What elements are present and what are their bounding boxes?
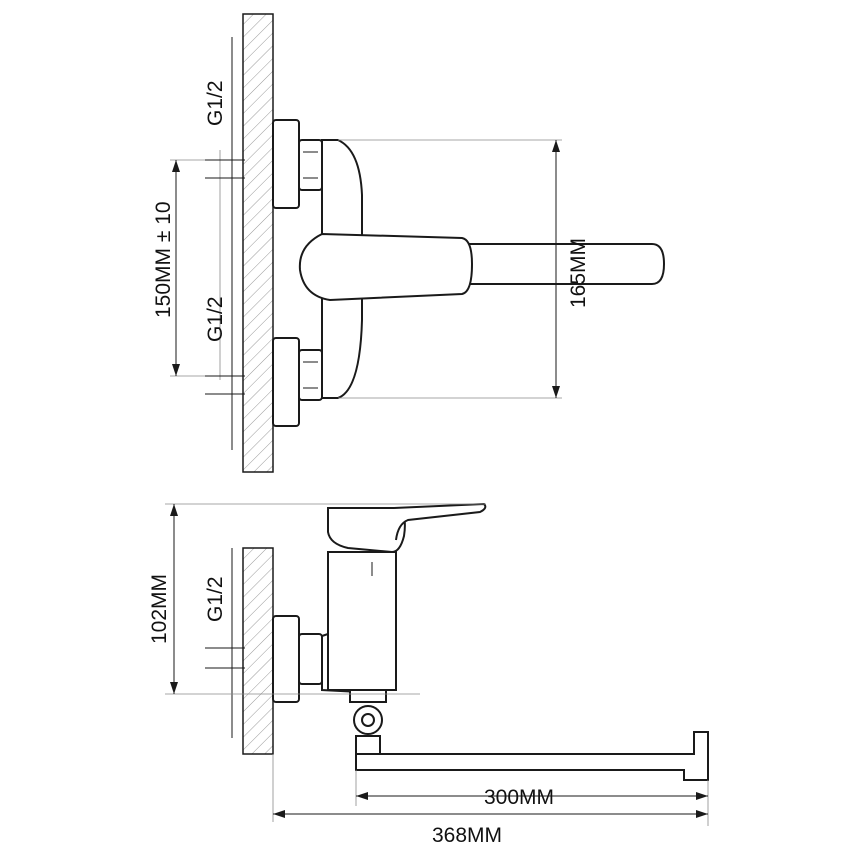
- dim-300-arrow-left: [356, 792, 368, 800]
- side-body: [327, 551, 397, 691]
- dim-150-arrow-bottom: [172, 364, 180, 376]
- wall-section-side: [242, 547, 274, 755]
- dim-102-label: 102MM: [148, 574, 171, 644]
- upper-nut: [298, 139, 323, 191]
- dim-165-arrow-top: [552, 140, 560, 152]
- lower-nut: [298, 349, 323, 401]
- dim-368-arrow-left: [273, 810, 285, 818]
- upper-eccentric-flange: [272, 119, 300, 209]
- dim-102-arrow-bottom: [170, 682, 178, 694]
- side-lever: [327, 507, 406, 554]
- dim-165-label: 165MM: [567, 238, 590, 308]
- side-lever-blade: [393, 502, 487, 541]
- lower-eccentric-flange: [272, 337, 300, 427]
- side-nut: [298, 633, 323, 685]
- lever-handle-front: [298, 232, 474, 302]
- side-view: 102MM G1/2 300MM 368MM: [148, 502, 709, 847]
- wall-section-front: [242, 13, 274, 473]
- side-eccentric-flange: [272, 615, 300, 703]
- dim-150-label: 150MM ± 10: [152, 201, 175, 318]
- dim-300-arrow-right: [696, 792, 708, 800]
- spout-front: [439, 243, 666, 285]
- dim-165-arrow-bottom: [552, 386, 560, 398]
- dim-300-label: 300MM: [484, 786, 554, 809]
- dim-368-arrow-right: [696, 810, 708, 818]
- thread-label-top: G1/2: [204, 80, 227, 126]
- dim-150-arrow-top: [172, 160, 180, 172]
- thread-label-mid: G1/2: [204, 296, 227, 342]
- spout-side: [355, 731, 709, 781]
- swivel-ring-inner: [361, 713, 375, 727]
- thread-label-side: G1/2: [204, 576, 227, 622]
- swivel-collar: [349, 689, 387, 703]
- front-view: 165MM 150MM ± 10 G1/2 G1/2: [152, 13, 666, 473]
- dim-102-arrow-top: [170, 504, 178, 516]
- dim-368-label: 368MM: [432, 824, 502, 847]
